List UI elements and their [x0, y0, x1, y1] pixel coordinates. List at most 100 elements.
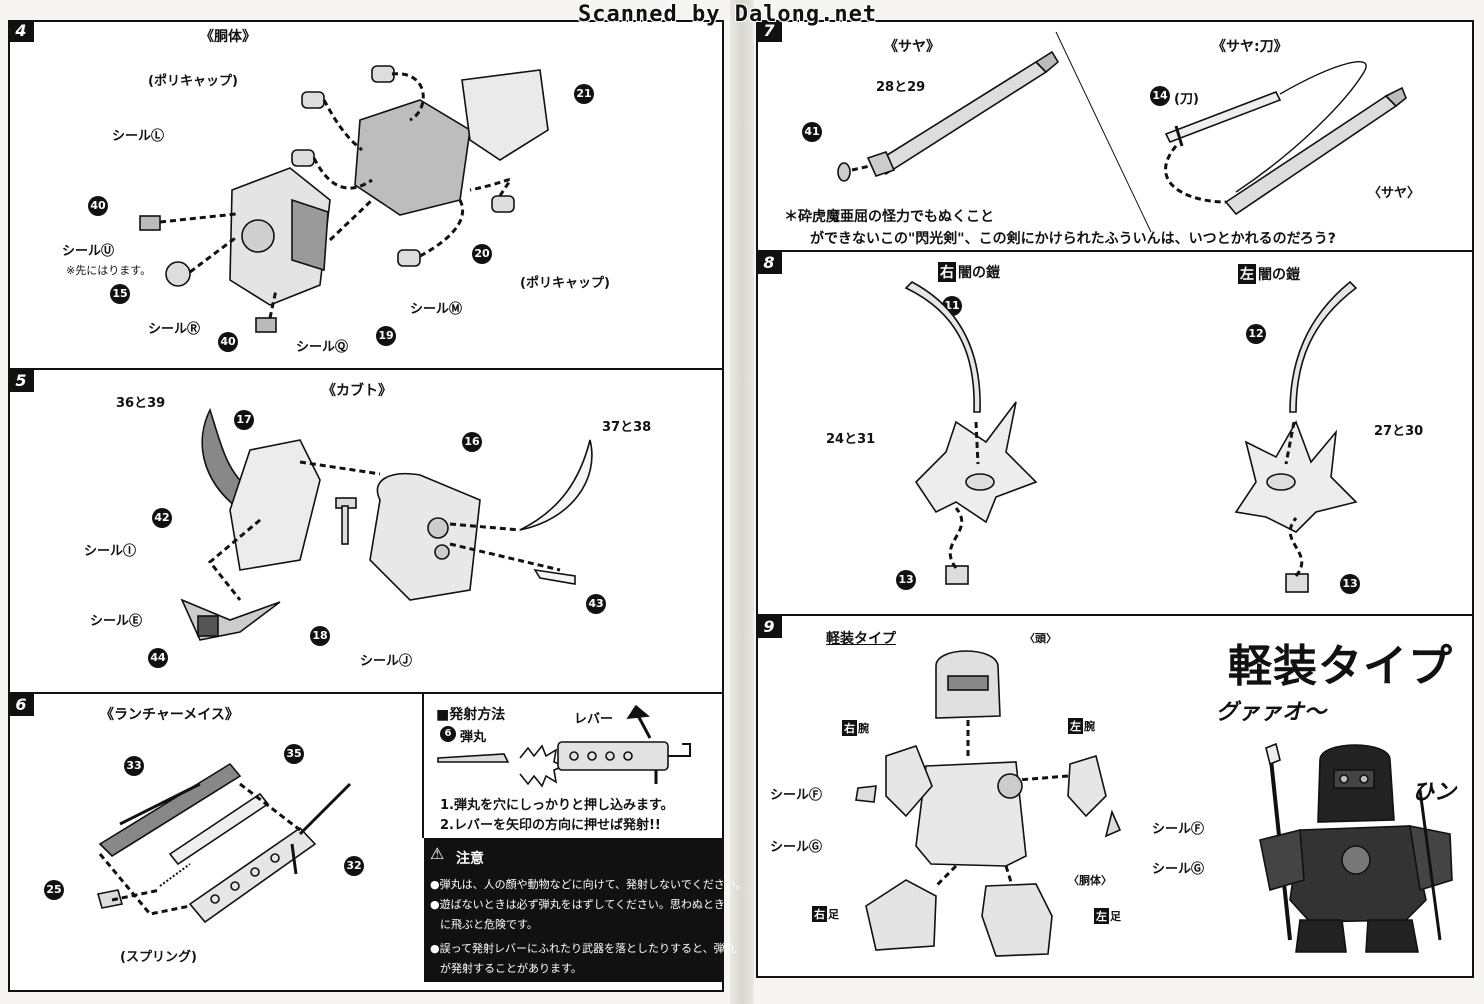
step-8-title-left-armor: 闇の鎧	[1258, 267, 1300, 283]
step-8-title-right-armor: 闇の鎧	[958, 265, 1000, 281]
spring-label: (スプリング)	[120, 950, 197, 965]
part-37-38-label: 37と38	[602, 420, 652, 435]
seal-G-right-label: シールⒼ	[1152, 862, 1205, 877]
caution-line-3b: が発射することがあります。	[440, 962, 582, 975]
fire-step-2: 2.レバーを矢印の方向に押せば発射!!	[440, 818, 661, 833]
part-27-30-label: 27と30	[1374, 424, 1424, 439]
part-number-14: 14	[1150, 86, 1170, 106]
part-number-15: 15	[110, 284, 130, 304]
part-number-41: 41	[802, 122, 822, 142]
warning-icon: ⚠	[430, 844, 445, 863]
page-gutter	[730, 0, 754, 1004]
head-label: 〈頭〉	[1024, 632, 1057, 645]
part-number-33: 33	[124, 756, 144, 776]
caution-line-2b: に飛ぶと危険です。	[440, 918, 538, 931]
shoulder-armor-diagram	[904, 280, 1358, 593]
firing-diagram	[437, 704, 691, 788]
step-8-left-tag: 左	[1238, 264, 1256, 284]
part-number-25: 25	[44, 880, 64, 900]
part-number-19: 19	[376, 326, 396, 346]
seal-F-right-label: シールⒻ	[1152, 822, 1205, 837]
seal-J-label: シールⒿ	[360, 654, 413, 669]
part-number-21: 21	[574, 84, 594, 104]
left-leg-tag: 左	[1094, 908, 1109, 924]
seal-U-note: ※先にはります。	[66, 264, 152, 277]
fire-method-heading: ■発射方法	[436, 707, 506, 723]
part-number-12: 12	[1246, 324, 1266, 344]
caution-line-2a: ●遊ばないときは必ず弾丸をはずしてください。思わぬとき	[430, 898, 725, 911]
part-28-29-label: 28と29	[876, 80, 926, 95]
robot-illustration	[1259, 742, 1453, 953]
part-number-42: 42	[152, 508, 172, 528]
bullet-label: 弾丸	[460, 730, 487, 745]
light-armor-assembly-diagram	[855, 650, 1122, 957]
left-arm-tag: 左	[1068, 718, 1083, 734]
seal-U-label: シールⓊ	[62, 244, 115, 259]
left-leg-label: 足	[1110, 910, 1121, 923]
seal-F-left-label: シールⒻ	[770, 788, 823, 803]
step-4-number: 4	[8, 20, 34, 42]
part-number-13b: 13	[1340, 574, 1360, 594]
light-armor-big-title: 軽装タイプ	[1228, 641, 1453, 692]
part-number-35: 35	[284, 744, 304, 764]
body-label: 〈胴体〉	[1068, 874, 1112, 887]
divider-4-5	[8, 368, 724, 370]
polycap-label-top: (ポリキャップ)	[148, 74, 238, 89]
step-6-number: 6	[8, 694, 34, 716]
caution-line-3a: ●誤って発射レバーにふれたり武器を落としたりすると、弾丸	[430, 942, 736, 955]
divider-5-6	[8, 692, 724, 694]
step-8-number: 8	[756, 252, 782, 274]
left-arm-label: 腕	[1084, 720, 1095, 733]
right-leg-tag: 右	[812, 906, 827, 922]
step-5-number: 5	[8, 370, 34, 392]
step-6-title: 《ランチャーメイス》	[100, 707, 239, 723]
part-24-31-label: 24と31	[826, 432, 876, 447]
step-9-subtitle: 軽装タイプ	[826, 631, 896, 647]
scan-watermark: Scanned by Dalong.net	[578, 2, 878, 27]
right-leg-label: 足	[828, 908, 839, 921]
flavor-quote-line-2: ができないこの"閃光剣"、この剣にかけられたふういんは、いつとかれるのだろう?	[810, 231, 1336, 247]
seal-G-left-label: シールⒼ	[770, 840, 823, 855]
part-number-43: 43	[586, 594, 606, 614]
part-number-16: 16	[462, 432, 482, 452]
seal-I-label: シールⒾ	[84, 544, 137, 559]
bullet-part-number: 6	[440, 726, 456, 742]
seal-L-label: シールⓁ	[112, 129, 165, 144]
step-5-title: 《カブト》	[322, 383, 392, 399]
torso-exploded-diagram	[139, 65, 549, 333]
fire-box-left-border	[422, 692, 424, 838]
launcher-mace-diagram	[96, 762, 352, 924]
step-9-number: 9	[756, 616, 782, 638]
helmet-exploded-diagram	[180, 407, 593, 641]
part-number-44: 44	[148, 648, 168, 668]
seal-Q-label: シールⓆ	[296, 340, 349, 355]
right-arm-tag: 右	[842, 720, 857, 736]
seal-E-label: シールⒺ	[90, 614, 143, 629]
part-number-13: 13	[896, 570, 916, 590]
scabbard-diagram	[837, 31, 1407, 233]
sound-effect-roar: グァァオ〜	[1216, 700, 1327, 725]
step-8-right-tag: 右	[938, 262, 956, 282]
step-4-title: 《胴体》	[200, 29, 256, 45]
polycap-label-bottom: (ポリキャップ)	[520, 276, 610, 291]
seal-M-label: シールⓂ	[410, 302, 463, 317]
part-number-17: 17	[234, 410, 254, 430]
divider-8-9	[756, 614, 1474, 616]
divider-7-8	[756, 250, 1474, 252]
caution-heading: 注意	[456, 851, 484, 867]
caution-box: ⚠ 注意 ●弾丸は、人の顔や動物などに向けて、発射しないでください。 ●遊ばない…	[424, 838, 747, 982]
part-number-32: 32	[344, 856, 364, 876]
right-arm-label: 腕	[858, 722, 869, 735]
part-number-40b: 40	[218, 332, 238, 352]
seal-R-label: シールⓇ	[148, 322, 201, 337]
katana-label: (刀)	[1174, 92, 1199, 107]
lever-label: レバー	[574, 712, 614, 727]
part-number-20: 20	[472, 244, 492, 264]
step-7-title-right: 《サヤ:刀》	[1212, 39, 1288, 55]
part-number-18: 18	[310, 626, 330, 646]
part-36-39-label: 36と39	[116, 396, 166, 411]
flavor-quote-line-1: ＊砕虎魔亜屈の怪力でもぬくこと	[784, 209, 994, 225]
part-number-40: 40	[88, 196, 108, 216]
caution-line-1: ●弾丸は、人の顔や動物などに向けて、発射しないでください。	[430, 878, 747, 891]
saya-label: 〈サヤ〉	[1368, 186, 1421, 201]
